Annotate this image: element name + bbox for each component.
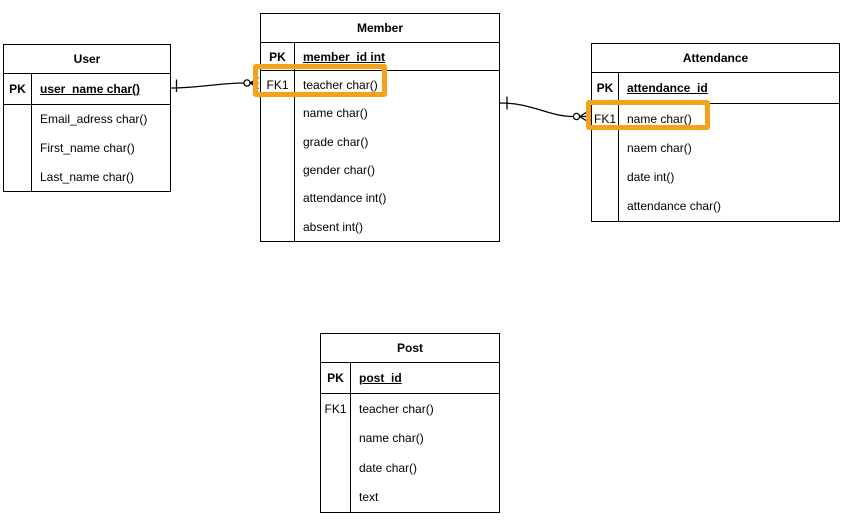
attribute-label: name char() <box>303 106 368 121</box>
attribute-row: absent int() <box>261 212 499 241</box>
attribute-row: FK1 teacher char() <box>321 394 499 424</box>
key-cell <box>4 162 32 192</box>
connector-line <box>170 82 244 89</box>
key-cell <box>4 133 32 163</box>
attribute-row: Last_name char() <box>4 162 170 192</box>
key-cell <box>261 155 295 185</box>
attribute-row: text <box>321 482 499 512</box>
attribute-row: FK1 name char() <box>592 104 839 134</box>
attribute-row: First_name char() <box>4 133 170 163</box>
attribute-label: date char() <box>359 460 418 475</box>
key-cell <box>261 184 295 213</box>
entity-member[interactable]: Member PK member_id int FK1 teacher char… <box>260 13 500 242</box>
entity-attendance[interactable]: Attendance PK attendance_id FK1 name cha… <box>591 43 840 222</box>
attribute-label: teacher char() <box>303 78 378 93</box>
pk-key-cell: PK <box>592 73 619 103</box>
key-cell <box>261 99 295 128</box>
attribute-row: gender char() <box>261 155 499 185</box>
cardinality-zero-circle <box>243 79 251 87</box>
entity-title: Post <box>321 334 499 363</box>
pk-row: PK member_id int <box>261 43 499 71</box>
attribute-label: Email_adress char() <box>40 112 148 127</box>
key-cell <box>261 127 295 156</box>
attribute-label: attendance char() <box>627 199 722 214</box>
attribute-label: name char() <box>627 111 692 126</box>
key-cell <box>592 162 619 192</box>
pk-key-cell: PK <box>321 363 351 393</box>
attribute-row: grade char() <box>261 127 499 156</box>
pk-field-label: attendance_id <box>627 81 708 95</box>
highlight-box-member-teacher[interactable] <box>253 64 387 97</box>
connector-line <box>499 102 574 118</box>
attribute-label: name char() <box>359 431 424 446</box>
attribute-row: FK1 teacher char() <box>261 71 499 100</box>
pk-key-cell: PK <box>261 43 295 70</box>
cardinality-zero-circle <box>572 112 581 121</box>
attribute-row: date char() <box>321 453 499 483</box>
attribute-row: date int() <box>592 162 839 192</box>
attribute-row: attendance char() <box>592 191 839 221</box>
pk-key-cell: PK <box>4 74 32 104</box>
attribute-label: naem char() <box>627 140 692 155</box>
entity-post[interactable]: Post PK post_id FK1 teacher char() name … <box>320 333 500 513</box>
pk-field-label: user_name char() <box>40 82 141 96</box>
pk-row: PK attendance_id <box>592 73 839 104</box>
fk-key-cell: FK1 <box>592 104 619 134</box>
pk-row: PK user_name char() <box>4 74 170 105</box>
key-cell <box>261 212 295 241</box>
key-cell <box>321 423 351 453</box>
entity-title: Attendance <box>592 44 839 73</box>
attribute-row: naem char() <box>592 133 839 163</box>
attribute-row: name char() <box>261 99 499 128</box>
attribute-label: gender char() <box>303 163 376 178</box>
entity-user[interactable]: User PK user_name char() Email_adress ch… <box>3 44 171 192</box>
pk-row: PK post_id <box>321 363 499 394</box>
key-cell <box>592 191 619 221</box>
attribute-label: date int() <box>627 170 675 185</box>
attribute-label: First_name char() <box>40 141 135 155</box>
highlight-box-attendance-name[interactable] <box>586 100 710 130</box>
attribute-label: Last_name char() <box>40 169 135 184</box>
entity-title: User <box>4 45 170 74</box>
key-cell <box>4 105 32 134</box>
pk-field-label: post_id <box>359 371 402 385</box>
fk-key-cell: FK1 <box>321 394 351 424</box>
attribute-row: attendance int() <box>261 184 499 213</box>
attribute-label: text <box>359 490 379 505</box>
attribute-label: teacher char() <box>359 401 434 416</box>
attribute-label: attendance int() <box>303 191 387 206</box>
attribute-label: absent int() <box>303 219 364 234</box>
fk-key-cell: FK1 <box>261 71 295 100</box>
entity-title: Member <box>261 14 499 43</box>
key-cell <box>321 453 351 483</box>
key-cell <box>592 133 619 163</box>
attribute-row: name char() <box>321 423 499 453</box>
attribute-row: Email_adress char() <box>4 105 170 134</box>
relationship-user-member[interactable] <box>170 76 259 92</box>
pk-field-label: member_id int <box>303 49 386 64</box>
key-cell <box>321 482 351 512</box>
relationship-member-attendance[interactable] <box>499 96 590 123</box>
attribute-label: grade char() <box>303 134 369 149</box>
